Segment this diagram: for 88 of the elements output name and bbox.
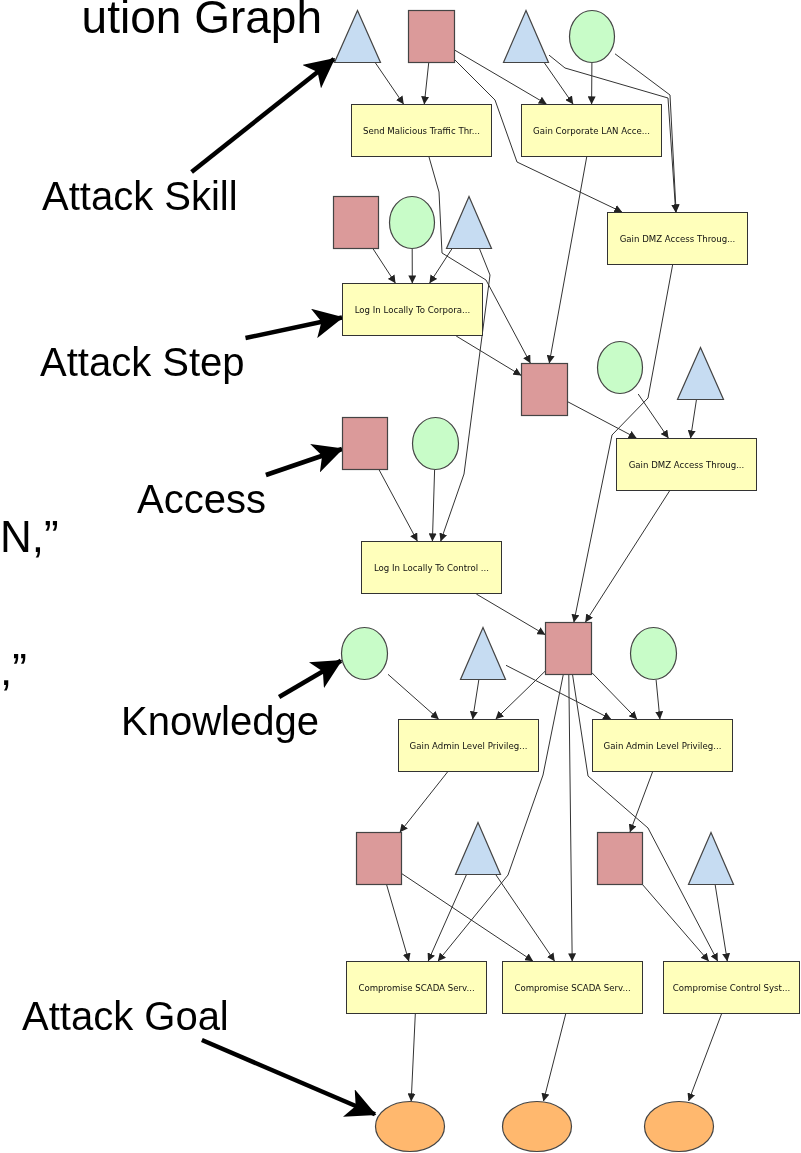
- circle-node: [630, 627, 677, 680]
- arrow: [495, 670, 546, 720]
- callout-text: Attack Goal: [22, 992, 272, 1040]
- arrow: [439, 248, 491, 542]
- attack-step-box: Compromise SCADA Serv...: [346, 961, 487, 1014]
- attack-step-box: Log In Locally To Corpora...: [342, 283, 483, 336]
- attack-step-box: Gain Corporate LAN Acce...: [521, 104, 662, 157]
- arrow: [541, 1013, 567, 1102]
- arrow: [655, 679, 664, 720]
- leader-arrow: [190, 57, 336, 174]
- leader-arrow: [245, 308, 344, 341]
- leader-arrow: [265, 444, 344, 478]
- circle-node: [412, 417, 459, 470]
- attack-step-box: Log In Locally To Control ...: [361, 541, 502, 594]
- arrow: [469, 679, 480, 720]
- arrow: [421, 62, 430, 105]
- arrow: [637, 393, 669, 439]
- attack-step-box: Gain DMZ Access Throug...: [616, 438, 757, 491]
- callout-text: Attack Step: [40, 338, 288, 386]
- arrow: [407, 1013, 416, 1102]
- attack-step-box: Compromise Control Syst...: [663, 961, 800, 1014]
- circle-node: [597, 341, 643, 394]
- arrow: [408, 248, 417, 284]
- arrow: [454, 59, 623, 213]
- ellipse-node: [502, 1101, 572, 1152]
- arrow: [591, 672, 638, 720]
- leader-arrow: [201, 1037, 377, 1117]
- arrow: [585, 490, 670, 623]
- arrow: [587, 62, 596, 105]
- arrow: [614, 53, 680, 213]
- arrow: [567, 401, 637, 439]
- attack-step-box: Send Malicious Traffic Thr...: [351, 104, 492, 157]
- callout-text: Access: [137, 475, 292, 523]
- ellipse-node: [375, 1101, 445, 1152]
- text-fragment: N,”: [0, 515, 59, 559]
- arrow: [372, 248, 396, 284]
- attack-step-box: Compromise SCADA Serv...: [502, 961, 643, 1014]
- arrow: [429, 248, 453, 284]
- triangle-node: [677, 347, 724, 400]
- arrow: [568, 674, 577, 962]
- callout-text: Attack Skill: [42, 172, 277, 220]
- arrow: [387, 673, 439, 720]
- arrow: [428, 156, 531, 364]
- arrow: [642, 884, 710, 962]
- circle-node: [569, 10, 615, 63]
- text-fragment: ,”: [0, 648, 27, 692]
- square-node: [521, 363, 568, 416]
- attack-step-box: Gain Admin Level Privileg...: [592, 719, 733, 772]
- arrow: [399, 771, 448, 833]
- attack-step-box: Gain DMZ Access Throug...: [607, 212, 748, 265]
- square-node: [342, 417, 388, 470]
- leader-arrow: [277, 658, 343, 699]
- arrow: [687, 399, 697, 439]
- arrow: [505, 664, 612, 720]
- arrow: [401, 873, 534, 962]
- triangle-node: [503, 10, 549, 63]
- arrow: [375, 62, 404, 105]
- arrow: [378, 469, 418, 542]
- ellipse-node: [644, 1101, 714, 1152]
- arrow: [544, 62, 574, 105]
- arrow: [428, 469, 437, 542]
- triangle-node: [334, 10, 381, 63]
- arrow: [546, 156, 588, 364]
- arrow: [495, 874, 555, 962]
- callout-text: Knowledge: [121, 697, 359, 745]
- square-node: [597, 832, 643, 885]
- arrow: [572, 674, 719, 962]
- triangle-node: [460, 627, 506, 680]
- square-node: [333, 196, 379, 249]
- arrow: [437, 674, 564, 962]
- arrow: [427, 874, 467, 962]
- arrow: [687, 1013, 722, 1102]
- triangle-node: [446, 196, 492, 249]
- arrow: [571, 264, 674, 623]
- square-node: [408, 10, 455, 63]
- arrow: [714, 884, 731, 962]
- triangle-node: [688, 832, 734, 885]
- arrow: [628, 771, 653, 833]
- arrow: [386, 884, 411, 962]
- circle-node: [341, 627, 388, 680]
- arrow: [475, 593, 546, 636]
- square-node: [356, 832, 402, 885]
- arrow: [455, 335, 522, 376]
- circle-node: [389, 196, 435, 249]
- triangle-node: [455, 822, 501, 875]
- attack-step-box: Gain Admin Level Privileg...: [398, 719, 539, 772]
- arrow: [454, 49, 547, 105]
- square-node: [545, 622, 592, 675]
